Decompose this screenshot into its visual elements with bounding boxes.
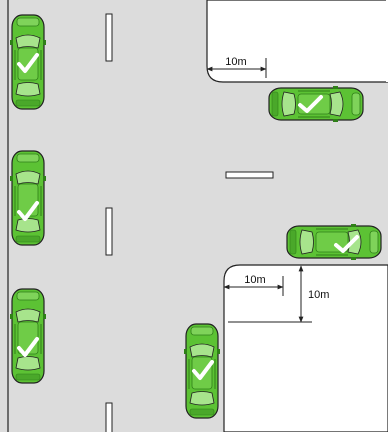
lane-marking [105,13,113,62]
parked-car-side-top [268,85,364,123]
top-corner-distance-label: 10m [225,56,246,68]
parked-car-left-3 [9,288,47,384]
check-icon [17,337,39,357]
check-icon [298,95,323,113]
check-icon [17,53,39,73]
bottom-corner-horizontal-dimension: 10m [223,274,284,296]
check-icon [334,235,359,253]
lane-marking [105,207,113,256]
top-right-pavement [206,0,388,83]
bottom-corner-vertical-label: 10m [308,289,329,301]
lane-marking [105,402,113,432]
top-right-edge [386,0,388,82]
parked-car-bottom-center [183,323,221,419]
bottom-corner-vertical-dimension: 10m [228,265,329,323]
parked-car-left-1 [9,14,47,110]
parked-car-side-bottom [286,223,382,261]
top-corner-dimension: 10m [206,56,267,78]
check-icon [17,201,39,221]
bottom-right-pavement [223,264,388,432]
parked-car-left-2 [9,150,47,246]
lane-marking-horizontal [225,171,274,179]
check-icon [192,360,214,380]
bottom-corner-distance-label: 10m [244,274,265,286]
